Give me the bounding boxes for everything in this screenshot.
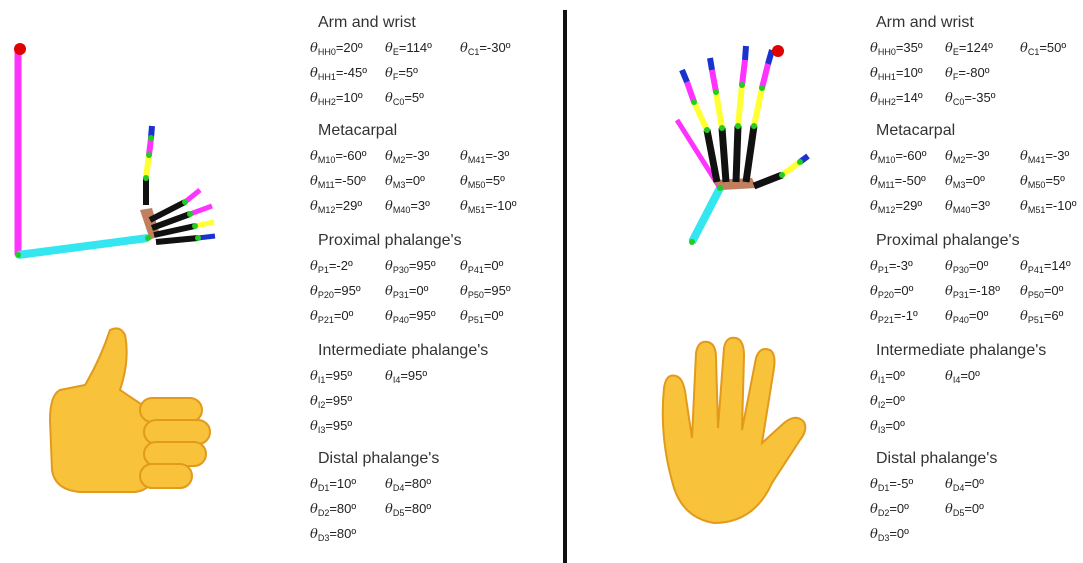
parameter-value: θHH1=10º: [870, 65, 923, 82]
parameter-value: θHH2=14º: [870, 90, 923, 107]
parameter-value: θM3=0º: [945, 173, 985, 190]
parameter-value: θM41=-3º: [1020, 148, 1070, 165]
parameter-value: θM11=-50º: [870, 173, 926, 190]
parameter-value: θI1=95º: [310, 368, 353, 385]
parameter-value: θI2=95º: [310, 393, 353, 410]
parameter-value: θI2=0º: [870, 393, 905, 410]
parameter-value: θM10=-60º: [870, 148, 927, 165]
section-title: Intermediate phalange's: [318, 342, 489, 359]
hand-skeleton-right: [674, 45, 810, 245]
parameter-value: θP41=14º: [1020, 258, 1071, 275]
parameter-value: θF=-80º: [945, 65, 990, 82]
section-title: Intermediate phalange's: [876, 342, 1047, 359]
parameter-value: θHH0=20º: [310, 40, 363, 57]
shoulder-joint: [772, 45, 784, 57]
parameter-value: θD4=80º: [385, 476, 432, 493]
parameter-value: θP41=0º: [460, 258, 504, 275]
panel-left: Arm and wrist θHH0=20º θE=114º θC1=-30º θHH1…: [14, 14, 517, 543]
joints: [15, 135, 201, 258]
curled-fingers: [148, 188, 216, 245]
section-title: Proximal phalange's: [876, 232, 1020, 249]
parameter-value: θC0=-35º: [945, 90, 996, 107]
shoulder-joint: [14, 43, 26, 55]
parameter-value: θP21=0º: [310, 308, 354, 325]
parameter-value: θP40=95º: [385, 308, 436, 325]
section-title: Metacarpal: [876, 122, 956, 139]
joints: [689, 82, 803, 245]
parameter-value: θHH2=10º: [310, 90, 363, 107]
fingers: [679, 45, 810, 190]
parameter-value: θM10=-60º: [310, 148, 367, 165]
parameter-value: θP50=0º: [1020, 283, 1064, 300]
parameter-value: θP30=95º: [385, 258, 436, 275]
parameter-value: θD1=-5º: [870, 476, 914, 493]
parameter-value: θD2=0º: [870, 501, 909, 518]
parameter-value: θM3=0º: [385, 173, 425, 190]
parameter-value: θP51=0º: [460, 308, 504, 325]
parameter-value: θP1=-2º: [310, 258, 353, 275]
parameter-value: θD3=80º: [310, 526, 357, 543]
parameter-value: θM2=-3º: [385, 148, 430, 165]
parameter-value: θHH1=-45º: [310, 65, 367, 82]
parameter-value: θP30=0º: [945, 258, 989, 275]
parameter-value: θM40=3º: [385, 198, 430, 215]
parameter-value: θP20=0º: [870, 283, 914, 300]
parameter-value: θP20=95º: [310, 283, 361, 300]
parameter-value: θM51=-10º: [460, 198, 517, 215]
parameter-value: θI1=0º: [870, 368, 905, 385]
parameter-value: θD5=0º: [945, 501, 984, 518]
section-title: Proximal phalange's: [318, 232, 462, 249]
parameter-value: θF=5º: [385, 65, 418, 82]
parameter-value: θM12=29º: [310, 198, 363, 215]
parameter-value: θE=124º: [945, 40, 993, 57]
forearm: [17, 234, 149, 259]
parameter-value: θP21=-1º: [870, 308, 918, 325]
section-title: Arm and wrist: [318, 14, 416, 31]
parameter-value: θM12=29º: [870, 198, 923, 215]
forearm: [688, 186, 724, 244]
vulcan-salute-emoji: [661, 336, 807, 525]
parameter-value: θM51=-10º: [1020, 198, 1077, 215]
parameter-value: θI3=0º: [870, 418, 905, 435]
parameter-value: θC1=-30º: [460, 40, 511, 57]
parameter-value: θM2=-3º: [945, 148, 990, 165]
parameter-value: θM50=5º: [460, 173, 505, 190]
parameter-value: θC0=5º: [385, 90, 424, 107]
parameter-value: θI4=95º: [385, 368, 428, 385]
panel-right: Arm and wrist θHH0=35º θE=124º θC1=50º θHH1=…: [572, 0, 1083, 563]
parameter-value: θM40=3º: [945, 198, 990, 215]
parameter-value: θD3=0º: [870, 526, 909, 543]
parameter-value: θM41=-3º: [460, 148, 510, 165]
parameter-value: θP40=0º: [945, 308, 989, 325]
thumbs-up-emoji: [48, 327, 211, 493]
section-title: Distal phalange's: [318, 450, 440, 467]
parameter-value: θD4=0º: [945, 476, 984, 493]
parameter-value: θHH0=35º: [870, 40, 923, 57]
hand-skeleton-left: [14, 43, 216, 259]
parameter-value: θP51=6º: [1020, 308, 1064, 325]
parameter-value: θD1=10º: [310, 476, 357, 493]
section-title: Distal phalange's: [876, 450, 998, 467]
parameter-value: θE=114º: [385, 40, 432, 57]
parameter-value: θP31=0º: [385, 283, 429, 300]
parameter-value: θI3=95º: [310, 418, 353, 435]
section-title: Arm and wrist: [876, 14, 974, 31]
parameter-value: θM50=5º: [1020, 173, 1065, 190]
parameter-value: θP50=95º: [460, 283, 511, 300]
parameter-value: θP31=-18º: [945, 283, 1000, 300]
parameter-value: θD5=80º: [385, 501, 432, 518]
panel-divider: [563, 10, 567, 563]
section-title: Metacarpal: [318, 122, 398, 139]
parameter-value: θD2=80º: [310, 501, 357, 518]
parameter-value: θM11=-50º: [310, 173, 366, 190]
parameter-value: θP1=-3º: [870, 258, 913, 275]
parameter-value: θC1=50º: [1020, 40, 1067, 57]
parameter-value: θI4=0º: [945, 368, 980, 385]
